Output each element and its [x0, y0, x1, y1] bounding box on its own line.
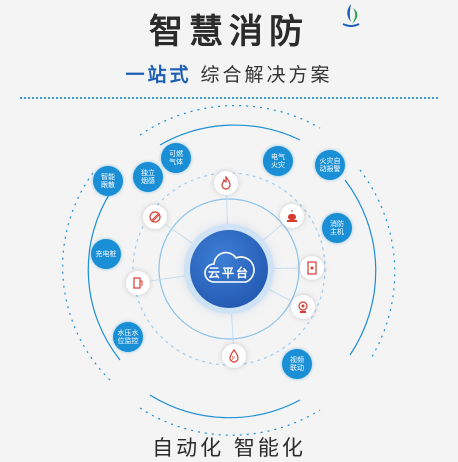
node-charging-pile[interactable]: 充电桩: [91, 239, 121, 269]
camera-icon[interactable]: [291, 295, 315, 319]
node-fire-alarm[interactable]: 火灾自 动报警: [315, 150, 345, 180]
hatch-icon[interactable]: [143, 205, 167, 229]
alarm-light-icon[interactable]: [280, 204, 304, 228]
page-title: 智慧消防: [149, 12, 309, 52]
subtitle-highlight: 一站式: [125, 64, 192, 86]
subtitle-rest: 综合解决方案: [200, 64, 333, 86]
node-gas[interactable]: 可燃 气体: [161, 143, 191, 173]
node-electric-fire[interactable]: 电气 火灾: [263, 146, 293, 176]
cloud-icon: [204, 251, 255, 283]
panel-icon[interactable]: [300, 256, 324, 280]
cloud-platform[interactable]: 云平台: [190, 230, 268, 308]
charger-icon[interactable]: [126, 271, 150, 295]
cloud-platform-label: 云平台: [207, 265, 250, 280]
node-smart-lock[interactable]: 智能 跟散: [93, 166, 123, 196]
logo-icon: [342, 4, 360, 27]
subtitle: 一站式 综合解决方案: [0, 60, 458, 87]
divider: [20, 97, 438, 99]
node-standalone-smoke[interactable]: 独立 烟感: [133, 162, 163, 192]
footer-slogan: 自动化 智能化: [152, 436, 306, 460]
node-video-link[interactable]: 视频 联动: [282, 349, 312, 379]
node-fire-host[interactable]: 消防 主机: [322, 213, 352, 243]
node-water-pressure[interactable]: 水压水 位监控: [113, 322, 143, 352]
flame-icon[interactable]: [214, 171, 238, 195]
water-drop-icon[interactable]: P: [222, 344, 246, 368]
svg-text:P: P: [232, 356, 235, 362]
